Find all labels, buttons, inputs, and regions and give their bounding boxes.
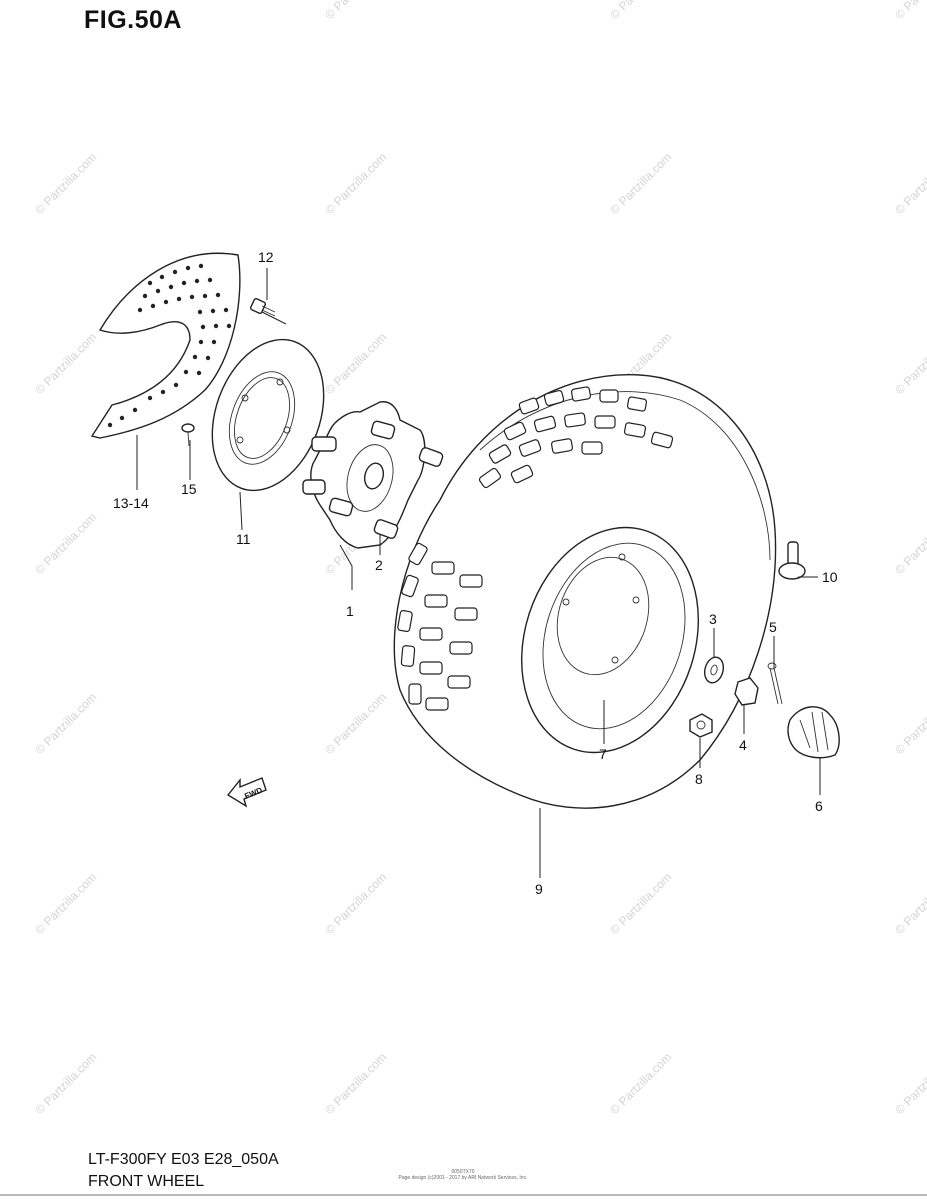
cotter-pin-part <box>767 662 783 705</box>
washer-part <box>703 656 725 684</box>
watermark-text: © Partzilla.com <box>607 1050 674 1117</box>
footer-fine-print: 0050TX70 Page design (c)2001 - 2017 by A… <box>398 1169 528 1181</box>
model-code: LT-F300FY E03 E28_050A <box>88 1151 279 1168</box>
watermark-text: © Partzilla.com <box>892 150 927 217</box>
hub-part <box>302 401 444 549</box>
brake-disc-part <box>211 338 325 492</box>
leader-lines <box>136 268 821 878</box>
footer-fine-code: 0050TX70 <box>451 1169 475 1175</box>
callout-11: 11 <box>236 531 251 547</box>
valve-part <box>778 541 806 580</box>
callout-13-14: 13-14 <box>113 495 149 511</box>
disc-cover-part <box>90 252 241 439</box>
figure-title: FIG.50A <box>84 6 182 34</box>
watermark-text: © Partzilla.com <box>32 510 99 577</box>
tire-part <box>393 373 777 809</box>
callout-8: 8 <box>695 771 703 787</box>
callout-5: 5 <box>769 619 777 635</box>
callout-10: 10 <box>822 569 838 585</box>
castle-nut-part <box>734 677 759 706</box>
watermark-text: © Partzilla.com <box>892 330 927 397</box>
watermark-text: © Partzilla.com <box>607 870 674 937</box>
section-name: FRONT WHEEL <box>88 1173 205 1190</box>
watermark-text: © Partzilla.com <box>322 870 389 937</box>
bolt-part <box>249 297 276 317</box>
footer-fine-copyright: Page design (c)2001 - 2017 by ARI Networ… <box>398 1175 528 1181</box>
watermark-text: © Partzilla.com <box>607 150 674 217</box>
watermark-text: © Partzilla.com <box>892 510 927 577</box>
watermark-text: © Partzilla.com <box>32 330 99 397</box>
watermark-text: © Partzilla.com <box>322 330 389 397</box>
screw-part <box>181 423 195 447</box>
watermark-text: © Partzilla.com <box>322 1050 389 1117</box>
forward-arrow-icon: FWD <box>226 777 267 808</box>
watermark-text: © Partzilla.com <box>892 0 927 22</box>
tread-lugs <box>397 386 674 711</box>
callout-6: 6 <box>815 798 823 814</box>
callout-9: 9 <box>535 881 543 897</box>
hub-cap-part <box>787 706 840 759</box>
callout-4: 4 <box>739 737 747 753</box>
watermark-text: © Partzilla.com <box>892 870 927 937</box>
callout-7: 7 <box>599 746 607 762</box>
watermark-text: © Partzilla.com <box>32 1050 99 1117</box>
callout-labels: 12 15 13-14 11 2 1 10 3 5 4 7 8 6 9 <box>113 249 838 897</box>
watermark-text: © Partzilla.com <box>32 150 99 217</box>
watermark-text: © Partzilla.com <box>322 0 389 22</box>
bottom-divider <box>0 1194 927 1196</box>
watermark-text: © Partzilla.com <box>892 1050 927 1117</box>
callout-12: 12 <box>258 249 274 265</box>
watermark-text: © Partzilla.com <box>892 690 927 757</box>
watermark-text: © Partzilla.com <box>32 870 99 937</box>
callout-1: 1 <box>346 603 354 619</box>
callout-2: 2 <box>375 557 383 573</box>
nut-part <box>689 713 713 738</box>
watermark-text: © Partzilla.com <box>607 0 674 22</box>
watermark-text: © Partzilla.com <box>322 150 389 217</box>
callout-15: 15 <box>181 481 197 497</box>
watermark-text: © Partzilla.com <box>32 690 99 757</box>
callout-3: 3 <box>709 611 717 627</box>
watermark-text: © Partzilla.com <box>322 690 389 757</box>
